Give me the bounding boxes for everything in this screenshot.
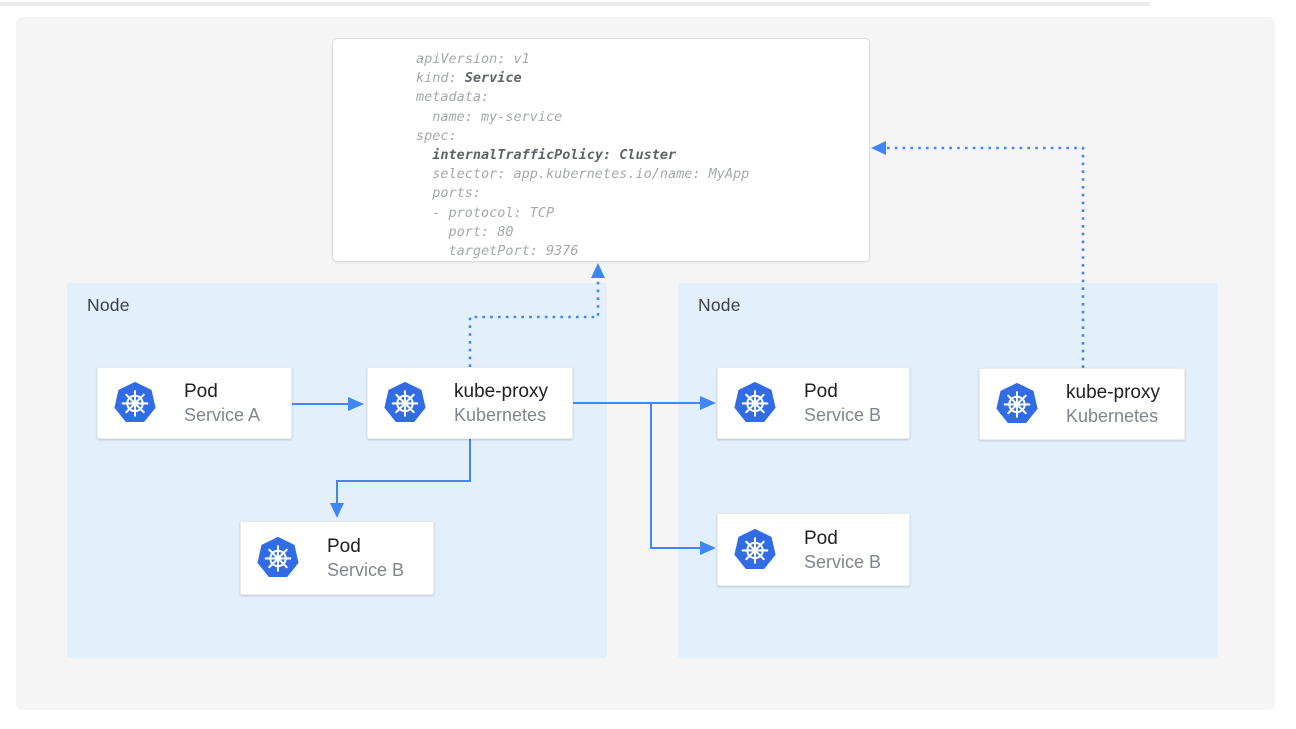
kubernetes-icon <box>256 536 300 580</box>
yaml-line: kind: Service <box>416 69 869 88</box>
card-title: kube-proxy <box>1066 382 1160 403</box>
card-title: Pod <box>804 381 881 402</box>
card-title: kube-proxy <box>454 381 548 402</box>
kubernetes-icon <box>733 528 777 572</box>
page-top-divider <box>0 2 1150 6</box>
yaml-line: name: my-service <box>416 108 869 127</box>
kube-proxy-card-right: kube-proxy Kubernetes <box>979 368 1185 440</box>
yaml-line: port: 80 <box>416 223 869 242</box>
yaml-line: spec: <box>416 127 869 146</box>
yaml-line: apiVersion: v1 <box>416 50 869 69</box>
kubernetes-icon <box>995 382 1039 426</box>
node-label: Node <box>698 295 741 316</box>
card-subtitle: Service B <box>327 560 404 580</box>
card-subtitle: Kubernetes <box>1066 406 1160 426</box>
pod-card-service-b-left: Pod Service B <box>240 521 434 595</box>
pod-card-service-a: Pod Service A <box>97 367 292 439</box>
card-title: Pod <box>804 528 881 549</box>
node-box-left: Node <box>67 283 607 658</box>
kubernetes-icon <box>113 381 157 425</box>
kubernetes-icon <box>383 381 427 425</box>
kube-proxy-card-left: kube-proxy Kubernetes <box>367 367 573 439</box>
yaml-line: metadata: <box>416 88 869 107</box>
card-subtitle: Service B <box>804 405 881 425</box>
card-title: Pod <box>327 536 404 557</box>
card-subtitle: Service A <box>184 405 260 425</box>
pod-card-service-b-right-top: Pod Service B <box>717 367 910 439</box>
yaml-line: internalTrafficPolicy: Cluster <box>416 146 869 165</box>
kubernetes-icon <box>733 381 777 425</box>
service-yaml-card: apiVersion: v1 kind: Service metadata: n… <box>332 38 870 262</box>
card-subtitle: Service B <box>804 552 881 572</box>
card-title: Pod <box>184 381 260 402</box>
pod-card-service-b-right-bottom: Pod Service B <box>717 513 910 586</box>
card-subtitle: Kubernetes <box>454 405 548 425</box>
yaml-line: targetPort: 9376 <box>416 242 869 261</box>
yaml-line: - protocol: TCP <box>416 204 869 223</box>
node-label: Node <box>87 295 130 316</box>
yaml-line: selector: app.kubernetes.io/name: MyApp <box>416 165 869 184</box>
yaml-line: ports: <box>416 184 869 203</box>
node-box-right: Node <box>678 283 1218 658</box>
